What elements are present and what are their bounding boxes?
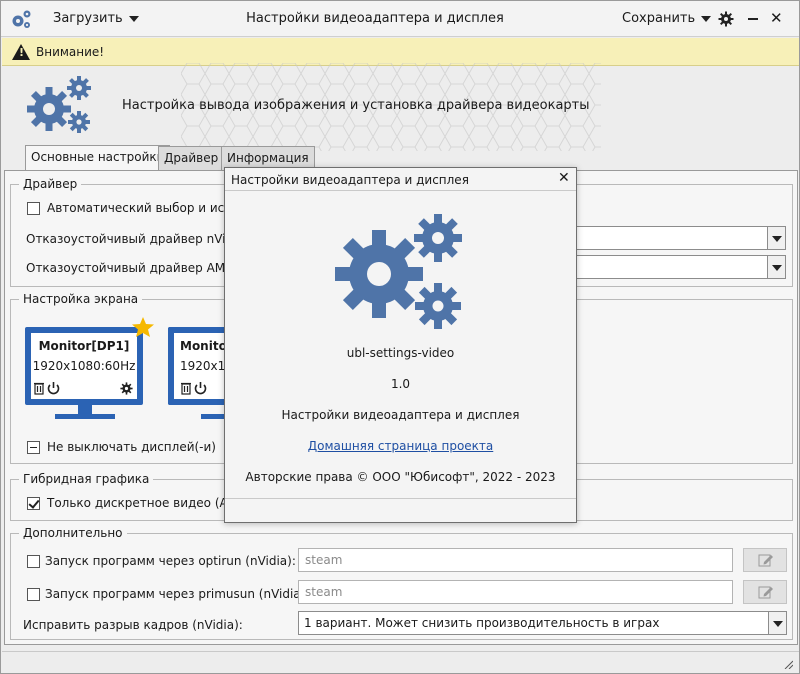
about-version: 1.0 bbox=[390, 377, 411, 391]
monitor-settings-gear-icon[interactable] bbox=[120, 382, 133, 395]
about-description: Настройки видеоадаптера и дисплея bbox=[281, 408, 520, 422]
hybrid-group-title: Гибридная графика bbox=[19, 472, 154, 486]
screen-group: Настройка экрана Monitor[DP1] 1920x1080:… bbox=[10, 292, 793, 464]
monitor-resolution: 1920x1080:60Hz bbox=[32, 359, 136, 373]
screen-group-title: Настройка экрана bbox=[19, 292, 143, 306]
primusun-checkbox[interactable] bbox=[27, 588, 40, 601]
about-dialog: Настройки видеоадаптера и дисплея ✕ bbox=[224, 167, 577, 523]
edit-pencil-icon bbox=[758, 586, 773, 599]
monitor-base bbox=[55, 414, 115, 419]
chevron-down-icon bbox=[768, 612, 786, 634]
optirun-edit-button[interactable] bbox=[743, 548, 787, 572]
optirun-checkbox[interactable] bbox=[27, 555, 40, 568]
about-dialog-title: Настройки видеоадаптера и дисплея bbox=[231, 173, 469, 187]
trash-icon[interactable] bbox=[34, 382, 44, 395]
dont-turn-off-checkbox[interactable] bbox=[27, 441, 40, 454]
warning-bar: Внимание! bbox=[2, 38, 799, 66]
monitor-card-second[interactable]: Monitor 1920x10 bbox=[168, 327, 233, 405]
chevron-down-icon bbox=[128, 15, 139, 22]
about-close-button[interactable]: ✕ bbox=[558, 170, 570, 186]
save-label: Сохранить bbox=[622, 11, 696, 26]
discrete-video-label: Только дискретное видео (AMI bbox=[47, 496, 242, 510]
monitor-card-dp1[interactable]: Monitor[DP1] 1920x1080:60Hz bbox=[25, 327, 143, 405]
save-menu-button[interactable]: Сохранить bbox=[622, 11, 712, 26]
app-gears-icon bbox=[12, 10, 31, 28]
tab-driver[interactable]: Драйвер bbox=[158, 146, 225, 170]
about-footer-divider bbox=[225, 498, 576, 499]
power-icon[interactable] bbox=[47, 382, 60, 395]
tab-info[interactable]: Информация bbox=[221, 146, 315, 170]
load-label: Загрузить bbox=[53, 11, 123, 26]
primusun-input[interactable]: steam bbox=[298, 580, 733, 604]
power-icon[interactable] bbox=[194, 382, 207, 395]
chevron-down-icon bbox=[767, 256, 785, 278]
trash-icon[interactable] bbox=[181, 382, 191, 395]
primusun-placeholder: steam bbox=[305, 585, 343, 599]
settings-gear-icon[interactable] bbox=[718, 11, 734, 27]
status-bar bbox=[2, 651, 799, 673]
nvidia-driver-label: Отказоустойчивый драйвер nVidia bbox=[26, 232, 244, 246]
resize-grip-icon[interactable] bbox=[783, 659, 793, 669]
header-gears-icon bbox=[27, 76, 91, 133]
title-bar: Загрузить Настройки видеоадаптера и дисп… bbox=[1, 1, 799, 37]
monitor-name: Monitor bbox=[180, 339, 233, 353]
amd-driver-label: Отказоустойчивый драйвер AMD/ bbox=[26, 261, 239, 275]
window-title: Настройки видеоадаптера и дисплея bbox=[246, 11, 504, 26]
about-app-name: ubl-settings-video bbox=[346, 346, 455, 360]
auto-driver-label: Автоматический выбор и испол bbox=[47, 201, 248, 215]
amd-driver-select[interactable] bbox=[571, 255, 786, 279]
additional-group: Дополнительно Запуск программ через opti… bbox=[10, 526, 793, 640]
primary-star-icon bbox=[132, 317, 154, 337]
primusun-edit-button[interactable] bbox=[743, 580, 787, 604]
monitor-resolution: 1920x10 bbox=[180, 359, 233, 373]
optirun-label: Запуск программ через optirun (nVidia): bbox=[45, 554, 296, 568]
about-homepage-link[interactable]: Домашняя страница проекта bbox=[307, 439, 494, 453]
discrete-video-checkbox[interactable] bbox=[27, 497, 40, 510]
about-title-divider bbox=[225, 190, 576, 191]
warning-icon bbox=[12, 44, 30, 60]
edit-pencil-icon bbox=[758, 554, 773, 567]
tearing-select[interactable]: 1 вариант. Может снизить производительно… bbox=[298, 611, 787, 635]
chevron-down-icon bbox=[701, 15, 712, 22]
about-gears-icon bbox=[335, 214, 462, 329]
dont-turn-off-label: Не выключать дисплей(-и) bbox=[47, 440, 216, 454]
monitor-base bbox=[201, 414, 225, 419]
optirun-input[interactable]: steam bbox=[298, 548, 733, 572]
additional-group-title: Дополнительно bbox=[19, 526, 127, 540]
warning-text: Внимание! bbox=[36, 45, 105, 59]
chevron-down-icon bbox=[767, 227, 785, 249]
close-window-button[interactable]: ✕ bbox=[770, 9, 783, 27]
monitor-name: Monitor[DP1] bbox=[38, 339, 130, 353]
header-description: Настройка вывода изображения и установка… bbox=[122, 98, 590, 113]
auto-driver-checkbox[interactable] bbox=[27, 202, 40, 215]
tearing-label: Исправить разрыв кадров (nVidia): bbox=[23, 618, 243, 632]
minimize-button[interactable] bbox=[748, 18, 758, 20]
nvidia-driver-select[interactable] bbox=[571, 226, 786, 250]
primusun-label: Запуск программ через primusun (nVidia): bbox=[45, 587, 310, 601]
tab-main-settings[interactable]: Основные настройки bbox=[25, 145, 171, 171]
load-menu-button[interactable]: Загрузить bbox=[53, 11, 139, 26]
hexagon-background bbox=[181, 63, 601, 151]
optirun-placeholder: steam bbox=[305, 553, 343, 567]
driver-group-title: Драйвер bbox=[19, 177, 82, 191]
about-copyright: Авторские права © ООО "Юбисофт", 2022 - … bbox=[245, 470, 556, 484]
tearing-selected-value: 1 вариант. Может снизить производительно… bbox=[304, 616, 660, 630]
